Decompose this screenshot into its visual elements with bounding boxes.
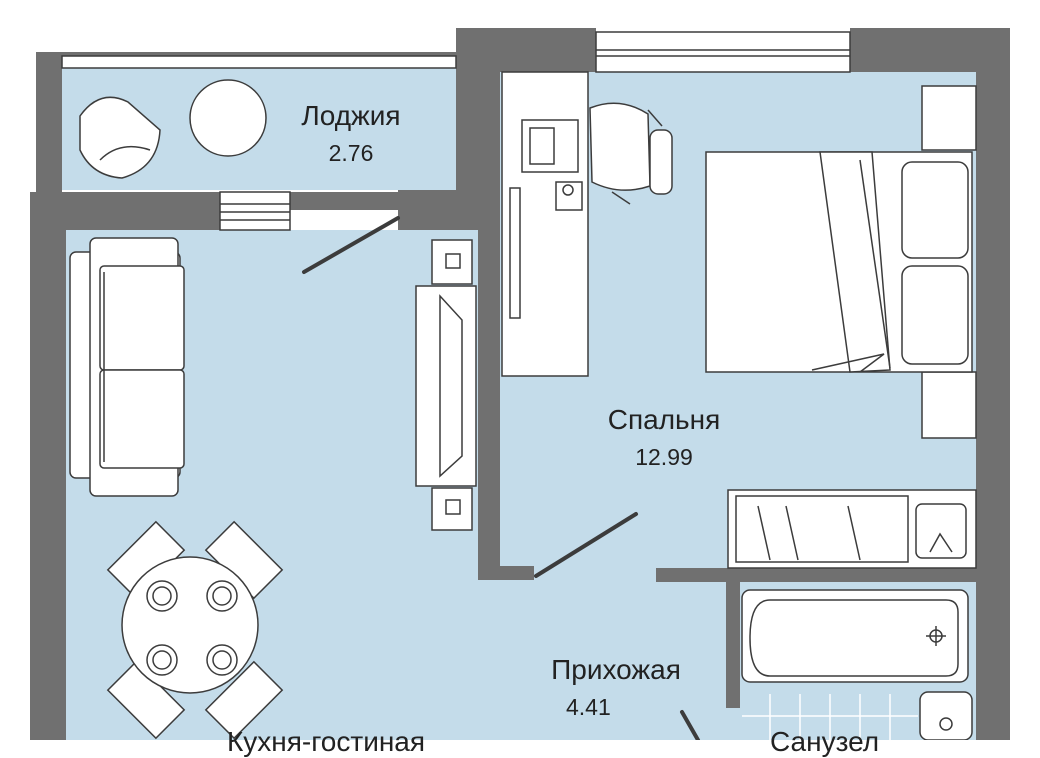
desk bbox=[501, 71, 589, 377]
wall-loggia-left bbox=[36, 52, 62, 192]
bathroom-name: Санузел bbox=[770, 726, 880, 757]
bathroom-fixtures bbox=[919, 691, 973, 740]
hallway-floor bbox=[478, 572, 740, 740]
hallway-area: 4.41 bbox=[566, 694, 611, 720]
dining-set bbox=[106, 520, 284, 740]
wall-kitchen-top-b bbox=[290, 192, 398, 210]
wall-top-left bbox=[456, 28, 596, 72]
loggia-label: Лоджия 2.76 bbox=[292, 100, 410, 167]
bedroom-name: Спальня bbox=[607, 404, 721, 435]
window-loggia bbox=[61, 55, 457, 69]
tv-unit bbox=[415, 239, 477, 531]
door-bathroom bbox=[680, 710, 700, 740]
walls bbox=[30, 28, 1010, 740]
window-top bbox=[595, 31, 851, 73]
door-swings bbox=[302, 216, 700, 740]
wardrobe bbox=[727, 489, 977, 569]
kitchen-name: Кухня-гостиная bbox=[226, 726, 426, 757]
wall-bedroom-left bbox=[478, 230, 500, 580]
wall-bedroom-bottom-stub bbox=[478, 566, 534, 580]
wall-kitchen-top-a bbox=[30, 192, 220, 230]
wall-bath-left bbox=[726, 568, 740, 708]
sofa bbox=[69, 237, 185, 497]
door-loggia bbox=[302, 216, 400, 274]
hallway-name: Прихожая bbox=[551, 654, 681, 685]
loggia-armchair bbox=[79, 96, 161, 179]
windows bbox=[61, 31, 851, 231]
loggia-round-table bbox=[189, 79, 267, 157]
bedroom-label: Спальня 12.99 bbox=[594, 404, 734, 471]
door-bedroom bbox=[534, 512, 638, 578]
floor-plan bbox=[30, 28, 1010, 740]
wall-bath-top bbox=[656, 568, 976, 582]
bathtub bbox=[741, 589, 969, 683]
bedroom-area: 12.99 bbox=[635, 444, 693, 470]
loggia-area: 2.76 bbox=[328, 140, 374, 166]
window-kitchen bbox=[219, 191, 291, 231]
wall-kitchen-left bbox=[30, 192, 66, 740]
furniture bbox=[69, 71, 977, 740]
loggia-name: Лоджия bbox=[301, 100, 401, 131]
bed bbox=[705, 85, 977, 439]
office-chair bbox=[589, 102, 673, 205]
kitchen-label: Кухня-гостиная bbox=[196, 726, 456, 758]
wall-right bbox=[976, 28, 1010, 740]
bathroom-tiles bbox=[742, 694, 918, 740]
hallway-label: Прихожая 4.41 bbox=[538, 654, 694, 721]
bathroom-label: Санузел bbox=[770, 726, 920, 758]
